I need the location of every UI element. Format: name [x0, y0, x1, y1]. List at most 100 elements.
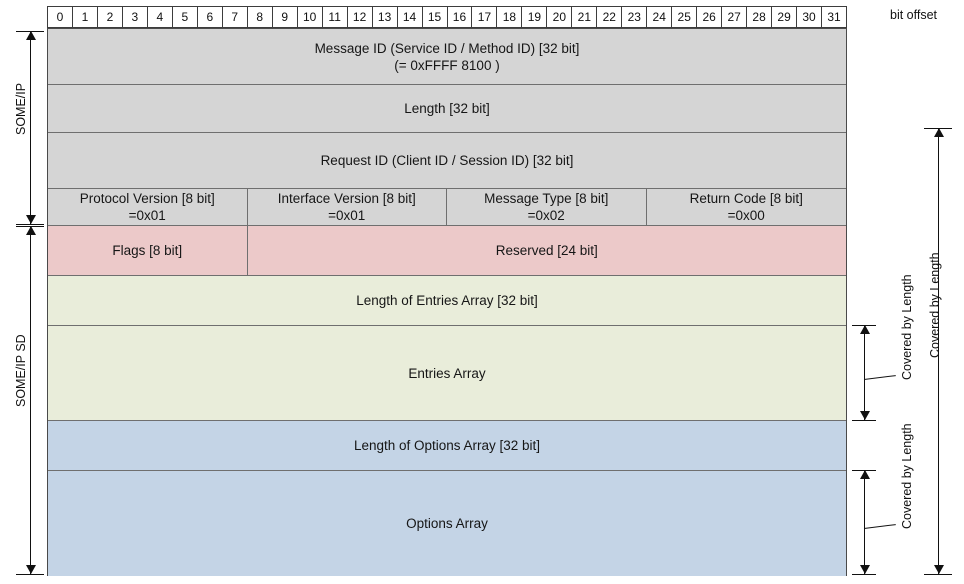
- packet-field-value: =0x01: [328, 208, 366, 223]
- bit-offset-cell: 4: [147, 6, 173, 28]
- packet-field-row-message-id: Message ID (Service ID / Method ID) [32 …: [48, 29, 846, 85]
- bit-offset-cell: 26: [697, 6, 723, 28]
- packet-field-value: =0x01: [128, 208, 166, 223]
- options-covered-bracket-arrow-up-icon: [860, 470, 870, 479]
- bit-offset-cell: 28: [747, 6, 773, 28]
- packet-field-cell: Message ID (Service ID / Method ID) [32 …: [48, 29, 846, 84]
- packet-field-cell: Return Code [8 bit] =0x00: [647, 189, 847, 225]
- entries-covered-bracket-cap: [852, 325, 876, 326]
- entries-covered-bracket-arrow-down-icon: [860, 411, 870, 420]
- bit-offset-cell: 24: [647, 6, 673, 28]
- bit-offset-cell: 31: [822, 6, 847, 28]
- options-covered-bracket-cap: [852, 470, 876, 471]
- bit-offset-legend: bit offset: [890, 8, 938, 22]
- packet-table: Message ID (Service ID / Method ID) [32 …: [47, 28, 847, 576]
- bit-offset-header: 0 1 2 3 4 5 6 7 8 9 10 11 12 13 14 15 16…: [47, 6, 847, 28]
- packet-field-label: Entries Array: [408, 365, 486, 381]
- packet-field-cell: Protocol Version [8 bit] =0x01: [48, 189, 248, 225]
- bit-offset-cell: 0: [47, 6, 73, 28]
- bit-offset-cell: 12: [347, 6, 373, 28]
- bit-offset-cell: 20: [547, 6, 573, 28]
- packet-field-row-length-of-entries-array: Length of Entries Array [32 bit]: [48, 276, 846, 326]
- packet-field-label: Length of Options Array [32 bit]: [353, 438, 541, 453]
- payload-covered-bracket-arrow-up-icon: [934, 128, 944, 137]
- entries-covered-bracket-cap: [852, 420, 876, 421]
- packet-field-label: Protocol Version [8 bit]: [79, 191, 215, 206]
- someip-sd-bracket-label: SOME/IP SD: [14, 334, 28, 407]
- someip-bracket-arrow-down-icon: [26, 215, 36, 224]
- packet-field-label: Return Code [8 bit]: [689, 191, 803, 206]
- entries-covered-bracket-label: Covered by Length: [900, 273, 914, 380]
- someip-sd-bracket-arrow-down-icon: [26, 565, 36, 574]
- bit-offset-cell: 18: [497, 6, 523, 28]
- bit-offset-cell: 6: [197, 6, 223, 28]
- packet-field-row-length-of-options-array: Length of Options Array [32 bit]: [48, 421, 846, 471]
- packet-field-cell: Message Type [8 bit] =0x02: [447, 189, 647, 225]
- bit-offset-cell: 17: [472, 6, 498, 28]
- packet-field-label: Reserved [24 bit]: [495, 243, 598, 258]
- packet-field-cell: Entries Array: [48, 326, 846, 420]
- options-covered-bracket-cap: [852, 574, 876, 575]
- packet-field-cell: Length of Options Array [32 bit]: [48, 421, 846, 470]
- options-covered-bracket-label: Covered by Length: [900, 423, 914, 529]
- packet-field-row-flags-reserved: Flags [8 bit] Reserved [24 bit]: [48, 226, 846, 276]
- packet-field-cell: Options Array: [48, 471, 846, 576]
- payload-covered-bracket-cap: [924, 574, 952, 575]
- packet-field-value: =0x02: [527, 208, 565, 223]
- bit-offset-cell: 29: [772, 6, 798, 28]
- bit-offset-cell: 1: [72, 6, 98, 28]
- bit-offset-cell: 2: [97, 6, 123, 28]
- payload-covered-bracket-line: [938, 128, 939, 574]
- payload-covered-bracket-cap: [924, 128, 952, 129]
- someip-bracket-arrow-up-icon: [26, 31, 36, 40]
- options-covered-bracket-line: [864, 470, 865, 574]
- bit-offset-cell: 11: [322, 6, 348, 28]
- bit-offset-cell: 23: [622, 6, 648, 28]
- packet-field-label: Length [32 bit]: [404, 101, 490, 116]
- packet-field-value: (= 0xFFFF 8100 ): [394, 57, 500, 73]
- someip-bracket-cap: [16, 224, 44, 225]
- bit-offset-cell: 25: [672, 6, 698, 28]
- packet-field-row-entries-array: Entries Array: [48, 326, 846, 421]
- options-covered-bracket-arrow-down-icon: [860, 565, 870, 574]
- packet-field-label: Options Array: [406, 516, 488, 531]
- bit-offset-cell: 8: [247, 6, 273, 28]
- packet-field-label: Interface Version [8 bit]: [277, 191, 416, 206]
- packet-field-cell: Length of Entries Array [32 bit]: [48, 276, 846, 325]
- packet-field-cell: Reserved [24 bit]: [248, 226, 847, 275]
- packet-field-label: Flags [8 bit]: [112, 243, 183, 258]
- bit-offset-cell: 3: [122, 6, 148, 28]
- someip-sd-bracket-cap: [16, 226, 44, 227]
- packet-field-cell: Flags [8 bit]: [48, 226, 248, 275]
- someip-bracket-label: SOME/IP: [14, 82, 28, 135]
- bit-offset-cell: 9: [272, 6, 298, 28]
- bit-offset-cell: 19: [522, 6, 548, 28]
- packet-field-value: =0x00: [727, 208, 765, 223]
- packet-field-row-options-array: Options Array: [48, 471, 846, 576]
- options-covered-bracket-leader-line: [863, 524, 896, 529]
- packet-field-cell: Interface Version [8 bit] =0x01: [248, 189, 447, 225]
- someip-sd-bracket-line: [30, 226, 31, 574]
- someip-sd-bracket-cap: [16, 574, 44, 575]
- packet-field-cell: Request ID (Client ID / Session ID) [32 …: [48, 133, 846, 188]
- entries-covered-bracket-line: [864, 325, 865, 420]
- payload-covered-bracket-label: Covered by Length: [928, 252, 942, 358]
- packet-field-cell: Length [32 bit]: [48, 85, 846, 132]
- bit-offset-cell: 13: [372, 6, 398, 28]
- bit-offset-cell: 5: [172, 6, 198, 28]
- packet-field-label: Message Type [8 bit]: [484, 191, 609, 206]
- someip-bracket-cap: [16, 31, 44, 32]
- packet-field-row-request-id: Request ID (Client ID / Session ID) [32 …: [48, 133, 846, 189]
- payload-covered-bracket-arrow-down-icon: [934, 565, 944, 574]
- someip-sd-bracket-arrow-up-icon: [26, 226, 36, 235]
- packet-field-row-length: Length [32 bit]: [48, 85, 846, 133]
- bit-offset-cell: 7: [222, 6, 248, 28]
- bit-offset-cell: 22: [597, 6, 623, 28]
- packet-field-label: Message ID (Service ID / Method ID) [32 …: [314, 40, 580, 56]
- packet-field-label: Length of Entries Array [32 bit]: [356, 293, 538, 308]
- bit-offset-cell: 21: [572, 6, 598, 28]
- bit-offset-cell: 14: [397, 6, 423, 28]
- packet-field-label: Request ID (Client ID / Session ID) [32 …: [320, 153, 574, 168]
